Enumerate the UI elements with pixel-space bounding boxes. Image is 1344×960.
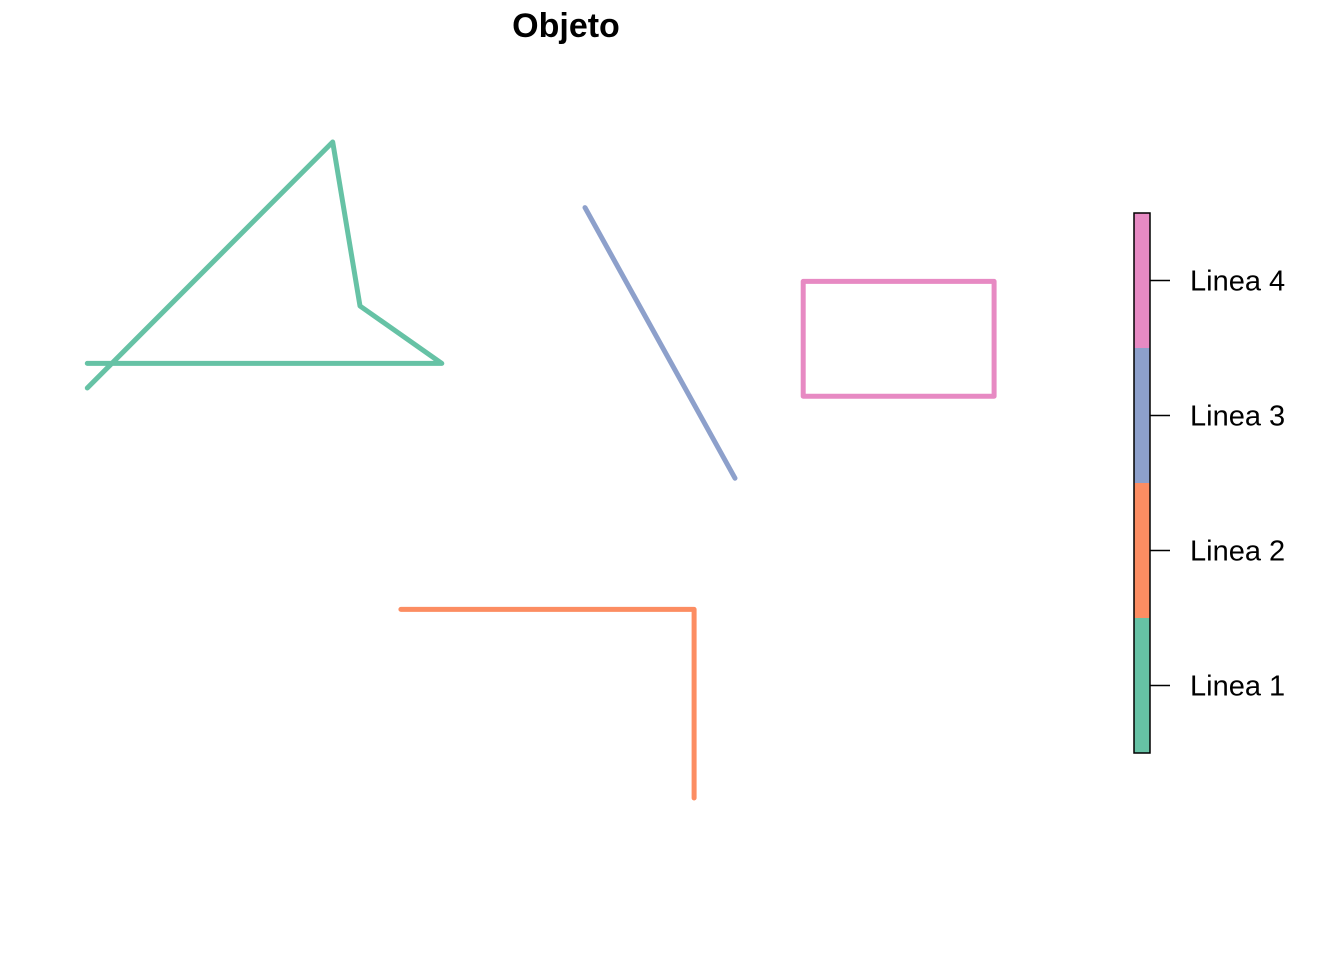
legend-label-4: Linea 4 bbox=[1190, 266, 1285, 298]
series-line-4 bbox=[800, 278, 997, 399]
legend: Linea 1 Linea 2 Linea 3 Linea 4 bbox=[1133, 212, 1285, 754]
legend-swatch-4 bbox=[1134, 213, 1150, 348]
legend-label-3: Linea 3 bbox=[1190, 401, 1285, 433]
series-layer bbox=[84, 139, 997, 801]
legend-label-2: Linea 2 bbox=[1190, 536, 1285, 568]
legend-swatch-3 bbox=[1134, 348, 1150, 483]
series-line-1 bbox=[84, 139, 445, 391]
series-line-2 bbox=[398, 606, 697, 801]
legend-swatch-1 bbox=[1134, 618, 1150, 753]
series-line-3 bbox=[582, 205, 738, 481]
legend-label-1: Linea 1 bbox=[1190, 671, 1285, 703]
legend-border bbox=[1133, 212, 1151, 754]
legend-swatch-2 bbox=[1134, 483, 1150, 618]
chart-title: Objeto bbox=[512, 7, 620, 45]
